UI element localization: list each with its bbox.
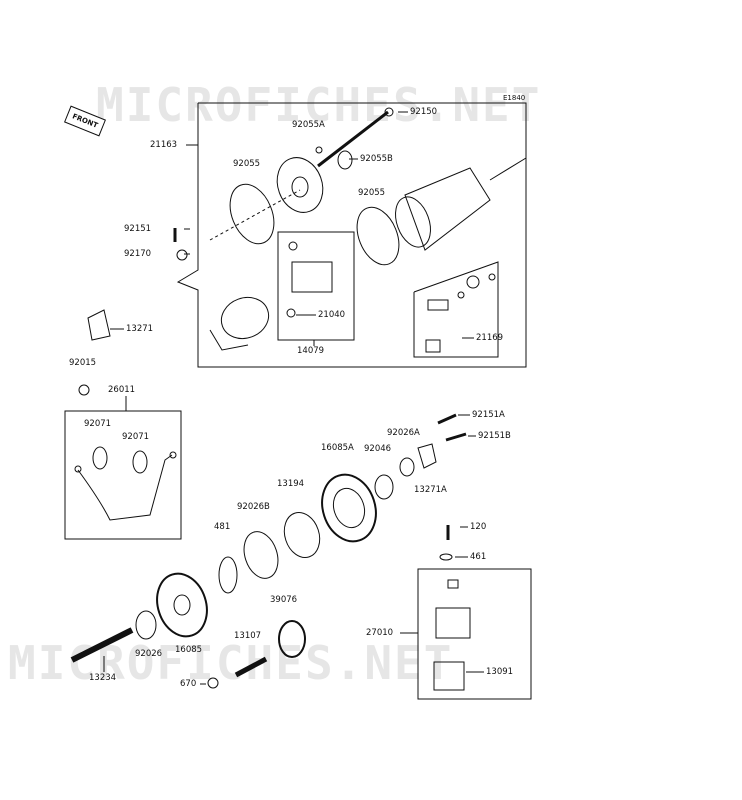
part-label-92071-a: 92071 (84, 419, 112, 429)
part-label-481: 481 (214, 522, 231, 532)
brush-plate (291, 261, 333, 293)
shaft-13234 (70, 627, 134, 663)
part-label-13271A: 13271A (414, 485, 447, 495)
ring-92026B (243, 531, 279, 579)
part-label-39076: 39076 (270, 595, 298, 605)
brush-holder-frame (277, 231, 355, 341)
part-label-92071-b: 92071 (122, 432, 150, 442)
part-label-92151: 92151 (124, 224, 152, 234)
part-label-92046: 92046 (364, 444, 392, 454)
part-label-16085: 16085 (175, 645, 203, 655)
motor-body (404, 167, 491, 251)
watermark-bottom: MICROFICHES.NET (8, 636, 454, 690)
circlip-481 (218, 556, 238, 594)
part-label-670: 670 (180, 679, 197, 689)
starter-assembly-frame (176, 102, 527, 368)
part-label-92150: 92150 (410, 107, 438, 117)
bracket-13271A (417, 443, 437, 469)
part-label-14079: 14079 (297, 346, 325, 356)
front-cover (276, 157, 324, 213)
shaft-13107 (234, 656, 268, 678)
bolt-head (384, 107, 394, 117)
part-label-120: 120 (470, 522, 487, 532)
part-label-461: 461 (470, 552, 487, 562)
bolt-92150 (317, 110, 389, 168)
part-label-21040: 21040 (318, 310, 346, 320)
part-label-92055-b: 92055 (358, 188, 386, 198)
part-label-92055: 92055 (233, 159, 261, 169)
nut-92015 (78, 384, 90, 396)
part-label-13107: 13107 (234, 631, 262, 641)
part-label-21169: 21169 (476, 333, 504, 343)
clip-92170 (176, 249, 188, 261)
bolt-92151A (437, 413, 457, 425)
cable-frame (64, 410, 182, 540)
bracket-13271 (87, 309, 111, 341)
washer-92026A (399, 457, 415, 477)
part-label-92026: 92026 (135, 649, 163, 659)
bearing-92046 (374, 474, 394, 500)
part-label-16085A: 16085A (321, 443, 354, 453)
rear-cover (220, 296, 270, 340)
o-ring-92055B (337, 150, 353, 170)
bolt-92151B (445, 432, 467, 442)
watermark-top: MICROFICHES.NET (96, 78, 542, 132)
terminal-frame (413, 261, 499, 358)
part-label-92151A: 92151A (472, 410, 505, 420)
part-label-27010: 27010 (366, 628, 394, 638)
part-label-92151B: 92151B (478, 431, 511, 441)
part-label-13271: 13271 (126, 324, 154, 334)
part-label-26011: 26011 (108, 385, 136, 395)
part-label-13194: 13194 (277, 479, 305, 489)
part-label-13234: 13234 (89, 673, 117, 683)
collar-92026 (135, 610, 157, 640)
part-label-13091: 13091 (486, 667, 514, 677)
o-ring-670 (207, 677, 219, 689)
gear-16085 (156, 572, 208, 638)
part-label-92055A: 92055A (292, 120, 325, 130)
part-label-21163: 21163 (150, 140, 178, 150)
o-ring-92055 (229, 183, 275, 245)
ring-92055A (315, 146, 323, 154)
diagram-code: E1840 (503, 94, 526, 102)
part-label-92170: 92170 (124, 249, 152, 259)
clutch-13194 (283, 512, 321, 558)
gear-16085A (321, 473, 377, 543)
relay-cover-13091 (433, 661, 465, 691)
relay (435, 607, 471, 639)
relay-frame (417, 568, 532, 700)
starter-cable (77, 454, 173, 521)
o-ring-92055-b (356, 206, 400, 266)
part-label-92055B: 92055B (360, 154, 393, 164)
gear-39076 (278, 620, 306, 658)
part-label-92026B: 92026B (237, 502, 270, 512)
part-label-92026A: 92026A (387, 428, 420, 438)
part-label-92015: 92015 (69, 358, 97, 368)
